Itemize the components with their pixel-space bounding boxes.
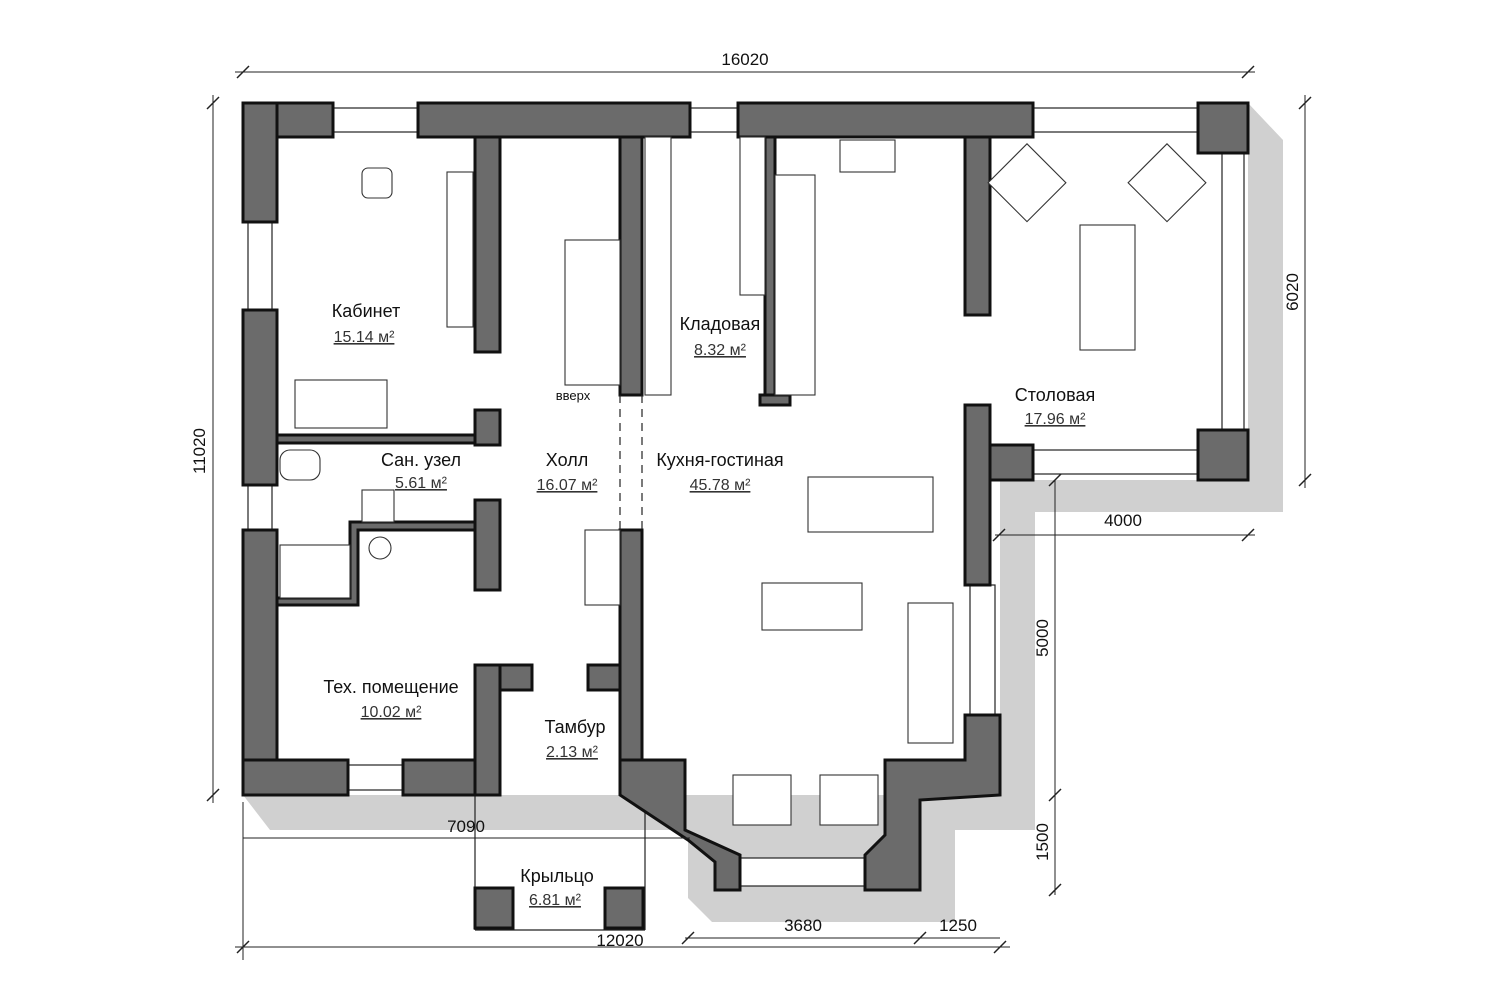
dining-table-icon <box>807 476 934 533</box>
room-name: Крыльцо <box>520 866 593 886</box>
building-shadow <box>243 103 1283 922</box>
shelf-icon <box>446 171 474 328</box>
windows <box>247 107 1245 887</box>
room-area: 45.78 м² <box>690 477 751 494</box>
dimension-right: 6020 <box>1283 273 1302 311</box>
kitchen-counter-icon <box>774 174 816 396</box>
dimension-porch-left: 7090 <box>447 817 485 836</box>
room-name: Кладовая <box>680 314 761 334</box>
porch-column <box>603 886 645 930</box>
room-area: 5.61 м² <box>395 475 448 492</box>
stair-direction-label: вверх <box>556 388 591 403</box>
dimension-left: 11020 <box>190 428 209 474</box>
room-name: Холл <box>546 450 588 470</box>
room-name: Тех. помещение <box>323 677 458 697</box>
storage-shelves-icon <box>644 136 672 396</box>
armchair-icon <box>819 774 879 826</box>
room-area: 2.13 м² <box>546 744 599 761</box>
porch-column <box>473 886 515 930</box>
toilet-icon <box>279 449 321 481</box>
staircase-icon <box>564 239 621 386</box>
storage-shelves-icon <box>739 136 766 296</box>
sofa-icon <box>761 582 863 631</box>
room-area: 6.81 м² <box>529 892 582 909</box>
dimension-bay-depth: 1500 <box>1033 823 1052 861</box>
dimension-bay-width: 3680 <box>784 916 822 935</box>
room-area: 16.07 м² <box>537 477 598 494</box>
porch <box>473 795 646 931</box>
dimension-dining-offset: 4000 <box>1104 511 1142 530</box>
room-name: Кухня-гостиная <box>656 450 783 470</box>
room-area: 15.14 м² <box>334 329 395 346</box>
sofa-icon <box>907 602 954 744</box>
walls <box>241 101 1250 892</box>
dimension-living-depth: 5000 <box>1033 619 1052 657</box>
armchair-icon <box>1127 143 1207 223</box>
sofa-icon <box>294 379 388 429</box>
dining-table-icon <box>1079 224 1136 351</box>
room-name: Сан. узел <box>381 450 461 470</box>
washbasin-icon <box>361 489 395 523</box>
furniture <box>279 136 1207 826</box>
armchair-icon <box>732 774 792 826</box>
shower-icon <box>279 544 351 599</box>
room-name: Кабинет <box>332 301 400 321</box>
room-area: 8.32 м² <box>694 342 747 359</box>
sink-icon <box>839 139 896 173</box>
dimension-top: 16020 <box>721 50 768 69</box>
room-area: 17.96 м² <box>1025 411 1086 428</box>
room-labels: Кабинет 15.14 м² Кладовая 8.32 м² Столов… <box>323 301 1095 909</box>
shoe-rack-icon <box>584 529 621 606</box>
dimension-lines: 16020 11020 6020 4000 5000 1500 7090 120… <box>190 50 1312 960</box>
boiler-icon <box>368 536 392 560</box>
room-name: Столовая <box>1015 385 1096 405</box>
dimension-bottom-total: 12020 <box>596 931 643 950</box>
dimension-bay-right: 1250 <box>939 916 977 935</box>
room-name: Тамбур <box>544 717 605 737</box>
armchair-icon <box>987 143 1067 223</box>
room-area: 10.02 м² <box>361 704 422 721</box>
office-chair-icon <box>361 167 393 199</box>
